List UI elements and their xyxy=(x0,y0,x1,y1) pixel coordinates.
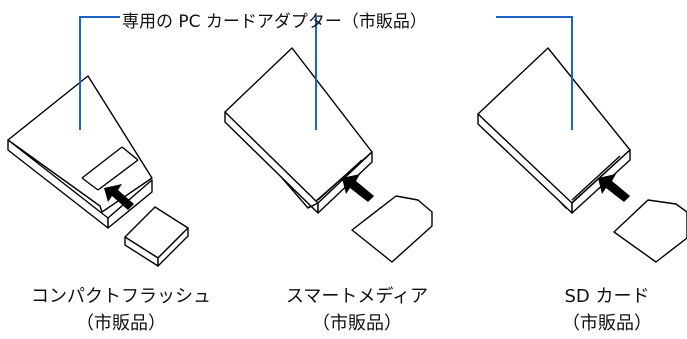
caption-compact-flash: コンパクトフラッシュ （市販品） xyxy=(16,283,226,337)
caption-sm-note: （市販品） xyxy=(312,313,402,334)
caption-sd-note: （市販品） xyxy=(562,313,652,334)
sd-card xyxy=(613,199,687,263)
caption-cf-note: （市販品） xyxy=(76,313,166,334)
sd-pc-card-adapter xyxy=(477,47,631,214)
caption-smart-media: スマートメディア （市販品） xyxy=(252,283,462,337)
cf-card xyxy=(124,206,189,267)
cf-insert-arrow xyxy=(104,184,134,210)
caption-sd-card: SD カード （市販品） xyxy=(502,283,687,337)
sm-card xyxy=(351,195,433,263)
callout-line-sd xyxy=(496,16,573,130)
sd-insert-arrow xyxy=(598,174,630,202)
caption-sm-name: スマートメディア xyxy=(285,286,429,307)
adapter-title-label: 専用の PC カードアダプター（市販品） xyxy=(122,12,427,32)
caption-sd-name: SD カード xyxy=(564,286,650,307)
callout-line-cf xyxy=(79,16,120,130)
sm-pc-card-adapter xyxy=(224,47,373,214)
caption-cf-name: コンパクトフラッシュ xyxy=(31,286,211,307)
sm-insert-arrow xyxy=(342,174,374,202)
